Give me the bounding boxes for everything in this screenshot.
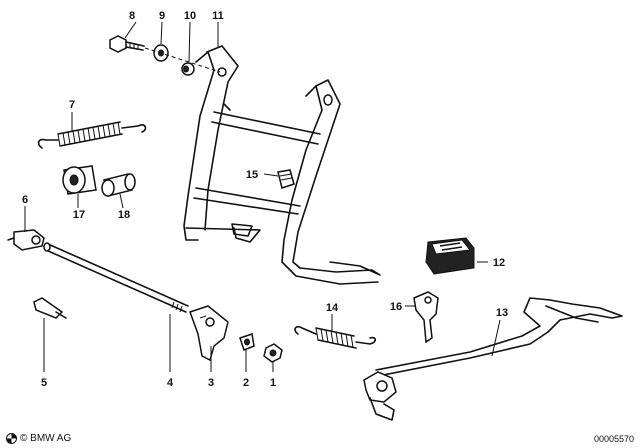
washer-2 — [239, 333, 255, 351]
leader-lines — [24, 21, 501, 372]
label-9: 9 — [159, 10, 165, 22]
label-1: 1 — [270, 377, 276, 389]
label-2: 2 — [243, 377, 249, 389]
label-8: 8 — [129, 10, 135, 22]
rubber-buffer-17 — [62, 165, 97, 195]
sleeve-18 — [101, 173, 136, 197]
bolt-8 — [109, 35, 145, 53]
rubber-stop-15 — [277, 169, 295, 189]
spring-14 — [294, 325, 377, 349]
part-labels: 8 9 10 11 7 15 17 18 6 12 14 16 13 5 4 3… — [22, 10, 508, 389]
label-5: 5 — [41, 377, 47, 389]
label-17: 17 — [73, 209, 85, 221]
label-14: 14 — [326, 302, 339, 314]
label-13: 13 — [496, 307, 508, 319]
bracket-6 — [7, 229, 45, 251]
label-10: 10 — [184, 10, 196, 22]
nut-1 — [263, 343, 283, 363]
center-stand-frame — [183, 45, 381, 285]
label-15: 15 — [246, 169, 258, 181]
spring-7 — [37, 121, 147, 149]
bushing-10 — [181, 62, 195, 76]
label-3: 3 — [208, 377, 214, 389]
shaft-4 — [43, 242, 189, 313]
rubber-pad-12 — [425, 237, 475, 275]
copyright-text: © BMW AG — [20, 433, 72, 444]
label-16: 16 — [390, 301, 402, 313]
side-stand-13 — [363, 297, 623, 421]
bmw-logo-icon — [6, 433, 17, 444]
label-4: 4 — [167, 377, 174, 389]
bracket-16 — [413, 291, 439, 344]
diagram-id: 00005570 — [593, 434, 634, 444]
label-12: 12 — [493, 257, 505, 269]
label-7: 7 — [69, 99, 75, 111]
lever-plate-3 — [189, 305, 229, 362]
label-6: 6 — [22, 194, 28, 206]
label-11: 11 — [212, 10, 224, 22]
stud-5 — [33, 297, 67, 319]
label-18: 18 — [118, 209, 130, 221]
copyright: © BMW AG — [6, 433, 71, 444]
